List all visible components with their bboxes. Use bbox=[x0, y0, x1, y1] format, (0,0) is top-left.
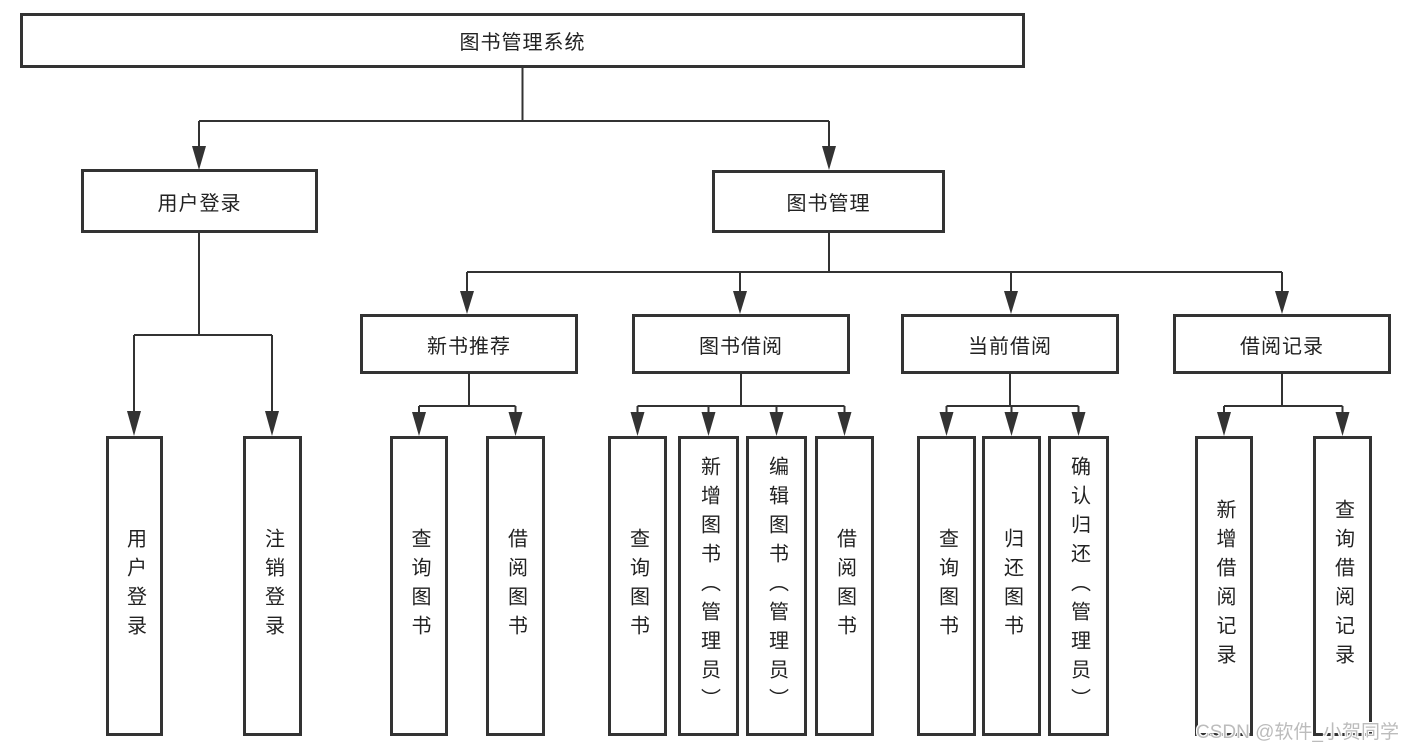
arrowhead bbox=[265, 411, 279, 436]
connector-current-to-leaves bbox=[939, 374, 1086, 436]
arrowhead bbox=[1217, 412, 1231, 436]
node-new-book-recommendation: 新书推荐 bbox=[360, 314, 578, 374]
connector-user-login-to-leaves bbox=[127, 233, 279, 436]
node-label: 用户登录 bbox=[123, 528, 146, 644]
leaf-query-books: 查询图书 bbox=[390, 436, 448, 736]
arrowhead bbox=[508, 412, 523, 436]
leaf-edit-book-admin: 编辑图书（管理员） bbox=[746, 436, 807, 736]
leaf-borrow-books: 借阅图书 bbox=[815, 436, 874, 736]
node-label: 新书推荐 bbox=[427, 335, 511, 358]
arrowhead bbox=[701, 412, 716, 436]
leaf-query-books: 查询图书 bbox=[917, 436, 976, 736]
connector-borrow-to-leaves bbox=[630, 374, 852, 436]
node-label: 查询图书 bbox=[408, 528, 430, 644]
arrowhead bbox=[192, 146, 206, 170]
arrowhead bbox=[939, 412, 954, 436]
leaf-confirm-return-admin: 确认归还（管理员） bbox=[1048, 436, 1109, 736]
node-label: 图书借阅 bbox=[699, 335, 783, 358]
node-label: 当前借阅 bbox=[968, 335, 1052, 358]
leaf-query-borrow-record: 查询借阅记录 bbox=[1313, 436, 1372, 736]
leaf-add-borrow-record: 新增借阅记录 bbox=[1195, 436, 1253, 736]
connector-root-to-level2 bbox=[192, 68, 836, 170]
connector-book-mgmt-to-level3 bbox=[460, 233, 1289, 314]
node-label: 查询图书 bbox=[626, 528, 649, 644]
node-book-borrowing: 图书借阅 bbox=[632, 314, 850, 374]
connector-record-to-leaves bbox=[1217, 374, 1350, 436]
node-book-management: 图书管理 bbox=[712, 170, 945, 233]
node-label: 图书管理 bbox=[786, 193, 871, 215]
node-current-borrowing: 当前借阅 bbox=[901, 314, 1119, 374]
node-label: 借阅图书 bbox=[504, 528, 527, 644]
leaf-logout: 注销登录 bbox=[243, 436, 302, 736]
node-label: 新增借阅记录 bbox=[1213, 499, 1235, 673]
connector-new-rec-to-leaves bbox=[412, 374, 523, 436]
node-label: 用户登录 bbox=[157, 192, 242, 215]
csdn-watermark: CSDN @软件_小贺同学 bbox=[1196, 722, 1399, 743]
arrowhead bbox=[1071, 412, 1086, 436]
arrowhead bbox=[837, 412, 852, 436]
leaf-add-book-admin: 新增图书（管理员） bbox=[678, 436, 739, 736]
node-label: 查询图书 bbox=[935, 528, 958, 644]
node-label: 编辑图书（管理员） bbox=[765, 455, 788, 717]
node-label: 图书管理系统 bbox=[459, 32, 586, 54]
leaf-query-books: 查询图书 bbox=[608, 436, 667, 736]
node-user-login: 用户登录 bbox=[81, 169, 318, 233]
node-label: 新增图书（管理员） bbox=[697, 455, 720, 717]
leaf-user-login: 用户登录 bbox=[106, 436, 163, 736]
node-label: 查询借阅记录 bbox=[1331, 499, 1354, 673]
arrowhead bbox=[412, 412, 426, 436]
arrowhead bbox=[460, 291, 474, 314]
node-borrowing-records: 借阅记录 bbox=[1173, 314, 1391, 374]
arrowhead bbox=[822, 146, 836, 170]
arrowhead bbox=[1004, 412, 1019, 436]
node-label: 借阅记录 bbox=[1240, 335, 1324, 358]
arrowhead bbox=[1004, 291, 1018, 314]
node-label: 注销登录 bbox=[261, 528, 284, 644]
node-label: 确认归还（管理员） bbox=[1067, 455, 1090, 717]
arrowhead bbox=[769, 412, 784, 436]
arrowhead bbox=[630, 412, 645, 436]
node-label: 借阅图书 bbox=[833, 528, 856, 644]
leaf-borrow-books: 借阅图书 bbox=[486, 436, 545, 736]
node-system-root: 图书管理系统 bbox=[20, 13, 1025, 68]
arrowhead bbox=[1275, 291, 1289, 314]
arrowhead bbox=[127, 411, 141, 436]
leaf-return-books: 归还图书 bbox=[982, 436, 1041, 736]
arrowhead bbox=[1335, 412, 1350, 436]
arrowhead bbox=[733, 291, 747, 314]
node-label: 归还图书 bbox=[1000, 528, 1023, 644]
